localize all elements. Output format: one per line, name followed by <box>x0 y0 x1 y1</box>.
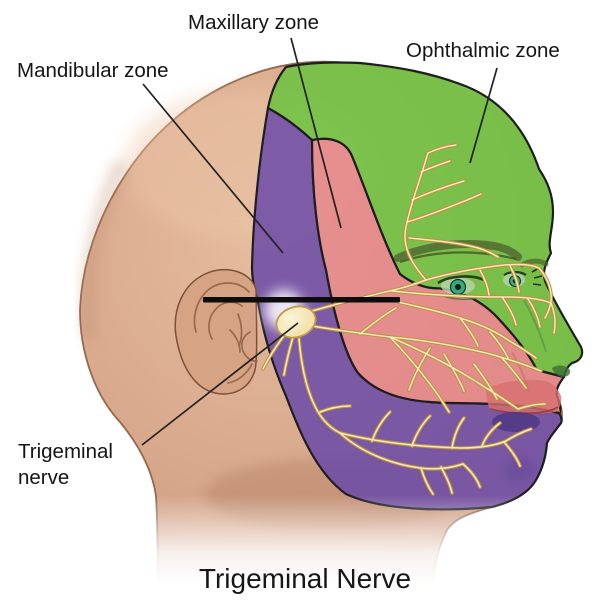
ear-helix-fold <box>193 282 250 333</box>
trigeminal-leader-line <box>141 322 299 446</box>
head-back-shading <box>80 158 130 341</box>
lower-lip <box>492 412 540 432</box>
figure-title: Trigeminal Nerve <box>199 563 411 594</box>
eyebrow-near <box>394 240 522 262</box>
ear-antihelix-ridge <box>237 313 243 347</box>
ophthalmic-leader-line <box>469 67 498 164</box>
ear-antihelix-fold <box>208 301 243 340</box>
maxillary-zone-label: Maxillary zone <box>188 11 319 34</box>
nose-side-crease <box>523 299 547 353</box>
mandibular-leader-line <box>142 83 284 254</box>
eye-near-pupil <box>455 284 461 290</box>
trigeminal-nerve-label-line2: nerve <box>18 466 69 489</box>
eye-near-upper-lid <box>437 275 485 285</box>
bottom-fade <box>0 495 600 600</box>
chin-shade <box>504 458 536 482</box>
reference-line <box>203 297 400 303</box>
maxillary-leader-line <box>290 37 342 229</box>
mouth-line <box>489 406 559 415</box>
ophthalmic-zone-label: Ophthalmic zone <box>406 39 560 62</box>
trigeminal-nerve-label-line1: Trigeminal <box>18 440 113 463</box>
trigeminal-ganglion <box>275 305 317 339</box>
mandibular-zone-label: Mandibular zone <box>17 59 169 82</box>
ear-concha-shade <box>229 329 241 353</box>
ear-tragus <box>240 331 258 362</box>
ear-lobe-line <box>227 363 253 384</box>
nostril <box>552 365 571 377</box>
